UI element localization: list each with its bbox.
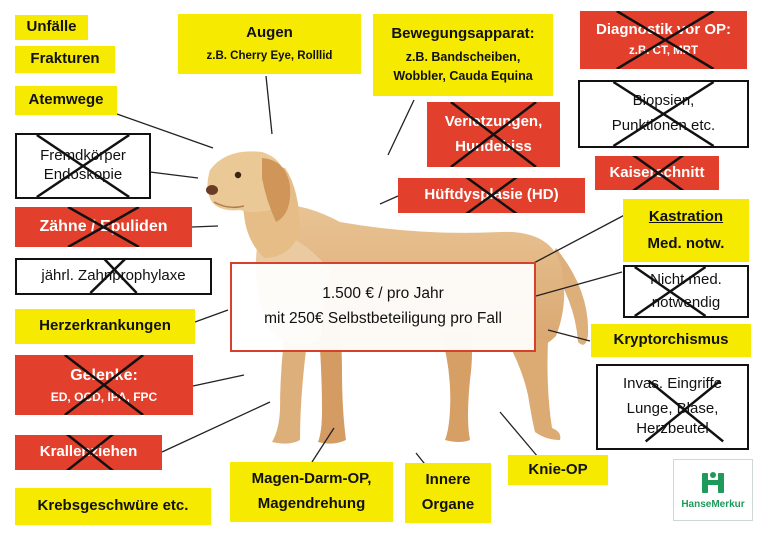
label-herzerkrankungen: Herzerkrankungen [15,309,195,344]
label-zahnprophylaxe-text: jährl. Zahnprophylaxe [41,267,186,285]
label-nicht-med: Nicht med. notwendig [623,265,749,318]
label-magen-line2: Magendrehung [257,495,366,512]
label-hueftdysplasie: Hüftdysplasie (HD) [398,178,585,213]
label-kaiser-text: Kaiserschnitt [609,163,705,181]
label-atemwege-text: Atemwege [28,91,104,109]
label-knie-op: Knie-OP [508,455,608,485]
label-gelenke-title: Gelenke: [70,366,138,384]
label-augen-title: Augen [246,24,293,42]
label-gelenke: Gelenke: ED, OCD, IPA, FPC [15,355,193,415]
label-magen-darm: Magen-Darm-OP, Magendrehung [230,462,393,522]
label-kaiserschnitt: Kaiserschnitt [595,156,719,190]
label-herz-text: Herzerkrankungen [39,317,171,335]
label-fremdkoerper-line1: Fremdkörper [40,147,126,165]
label-verletzungen: Verletzungen, Hundebiss [427,102,560,167]
label-biopsien-line1: Biopsien, [632,92,695,110]
label-innere-organe: Innere Organe [405,463,491,523]
label-med-notw: Med. notw. [647,234,725,252]
label-beweg-title: Bewegungsapparat: [391,25,535,42]
label-frakturen-text: Frakturen [30,50,100,68]
label-kryptorchismus: Kryptorchismus [591,324,751,357]
label-krallenziehen: Krallenziehen [15,435,162,470]
label-beweg-sub1: z.B. Bandscheiben, [405,49,521,64]
label-gelenke-sub: ED, OCD, IPA, FPC [50,389,158,404]
label-diagnostik: Diagnostik vor OP: z.B. CT, MRT [580,11,747,69]
label-zaehne-text: Zähne / Epuliden [39,218,168,235]
label-biopsien-line2: Punktionen etc. [611,117,716,134]
label-zahnprophylaxe: jährl. Zahnprophylaxe [15,258,212,295]
label-atemwege: Atemwege [15,86,117,115]
label-innere-line2: Organe [421,496,475,513]
label-verletz-line2: Hundebiss [455,137,532,155]
label-kastration-title: Kastration [648,207,724,225]
label-nicht-med-line1: Nicht med. [650,270,722,288]
label-diag-sub: z.B. CT, MRT [629,45,698,58]
label-beweg-sub2: Wobbler, Cauda Equina [393,69,533,84]
crossed-out-icon [427,102,560,167]
price-box: 1.500 € / pro Jahr mit 250€ Selbstbeteil… [230,262,536,352]
hansemerkur-logo-icon [702,472,724,493]
label-kastration: Kastration Med. notw. [623,199,749,262]
label-diag-title: Diagnostik vor OP: [595,21,732,39]
label-krallen-text: Krallenziehen [39,443,138,461]
label-krebs-text: Krebsgeschwüre etc. [37,497,189,515]
label-zaehne: Zähne / Epuliden [15,207,192,247]
hansemerkur-logo: HanseMerkur [673,459,753,521]
label-bewegungsapparat: Bewegungsapparat: z.B. Bandscheiben, Wob… [373,14,553,96]
label-innere-line1: Innere [425,471,471,489]
label-krypt-text: Kryptorchismus [613,331,729,349]
price-line1: 1.500 € / pro Jahr [322,285,444,303]
label-augen: Augen z.B. Cherry Eye, Rolllid [178,14,361,74]
label-biopsien: Biopsien, Punktionen etc. [578,80,749,148]
label-frakturen: Frakturen [15,46,115,73]
label-nicht-med-line2: notwendig [651,293,721,311]
label-magen-line1: Magen-Darm-OP, [251,470,372,488]
label-fremdkoerper: Fremdkörper Endoskopie [15,133,151,199]
label-hd-text: Hüftdysplasie (HD) [424,186,559,204]
label-knie-text: Knie-OP [528,460,588,478]
label-verletz-line1: Verletzungen, [444,112,543,130]
label-invasive-eingriffe: Invas. Eingriffe Lunge, Blase, Herzbeute… [596,364,749,450]
label-unfaelle: Unfälle [15,15,88,40]
logo-text: HanseMerkur [681,499,745,510]
label-invas-line3: Herzbeutel [636,420,709,438]
label-krebsgeschwuere: Krebsgeschwüre etc. [15,488,211,525]
label-fremdkoerper-line2: Endoskopie [43,166,123,183]
label-invas-line1: Invas. Eingriffe [623,374,722,392]
label-augen-sub: z.B. Cherry Eye, Rolllid [206,50,333,63]
price-line2: mit 250€ Selbstbeteiligung pro Fall [264,310,502,327]
label-unfaelle-text: Unfälle [26,18,77,36]
label-invas-line2: Lunge, Blase, [626,399,719,417]
